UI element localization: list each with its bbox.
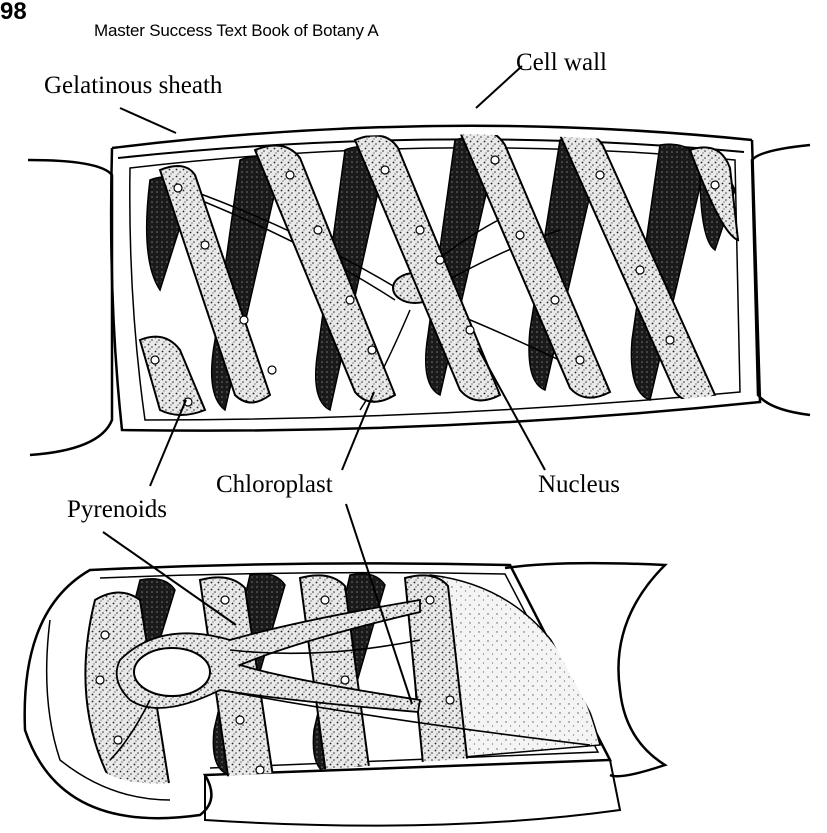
chloroplast-leader-upper [341,391,375,471]
chloroplast-front-bands [138,134,740,416]
label-leader-lines [102,65,546,705]
label-cell-wall: Cell wall [516,49,607,76]
pyrenoids-leader-lower [102,531,237,626]
label-pyrenoids: Pyrenoids [67,496,167,523]
label-chloroplast: Chloroplast [216,471,333,498]
lower-pyrenoids [95,595,455,775]
page-number: 98 [0,0,27,25]
lower-cell [23,561,668,827]
pyrenoids-leader-upper [149,399,187,487]
gelatinous-sheath-leader [119,107,177,134]
cell-wall-leader [475,65,523,109]
lower-strands [109,639,591,761]
nucleus-lower [133,647,211,697]
running-title: Master Success Text Book of Botany A [94,21,379,40]
chloroplast-leader-lower [345,503,413,705]
label-gelatinous-sheath: Gelatinous sheath [44,72,223,99]
pyrenoid-dots [150,155,720,407]
nucleus-leader [477,347,546,471]
label-nucleus: Nucleus [538,471,620,498]
upper-cell [27,124,811,457]
